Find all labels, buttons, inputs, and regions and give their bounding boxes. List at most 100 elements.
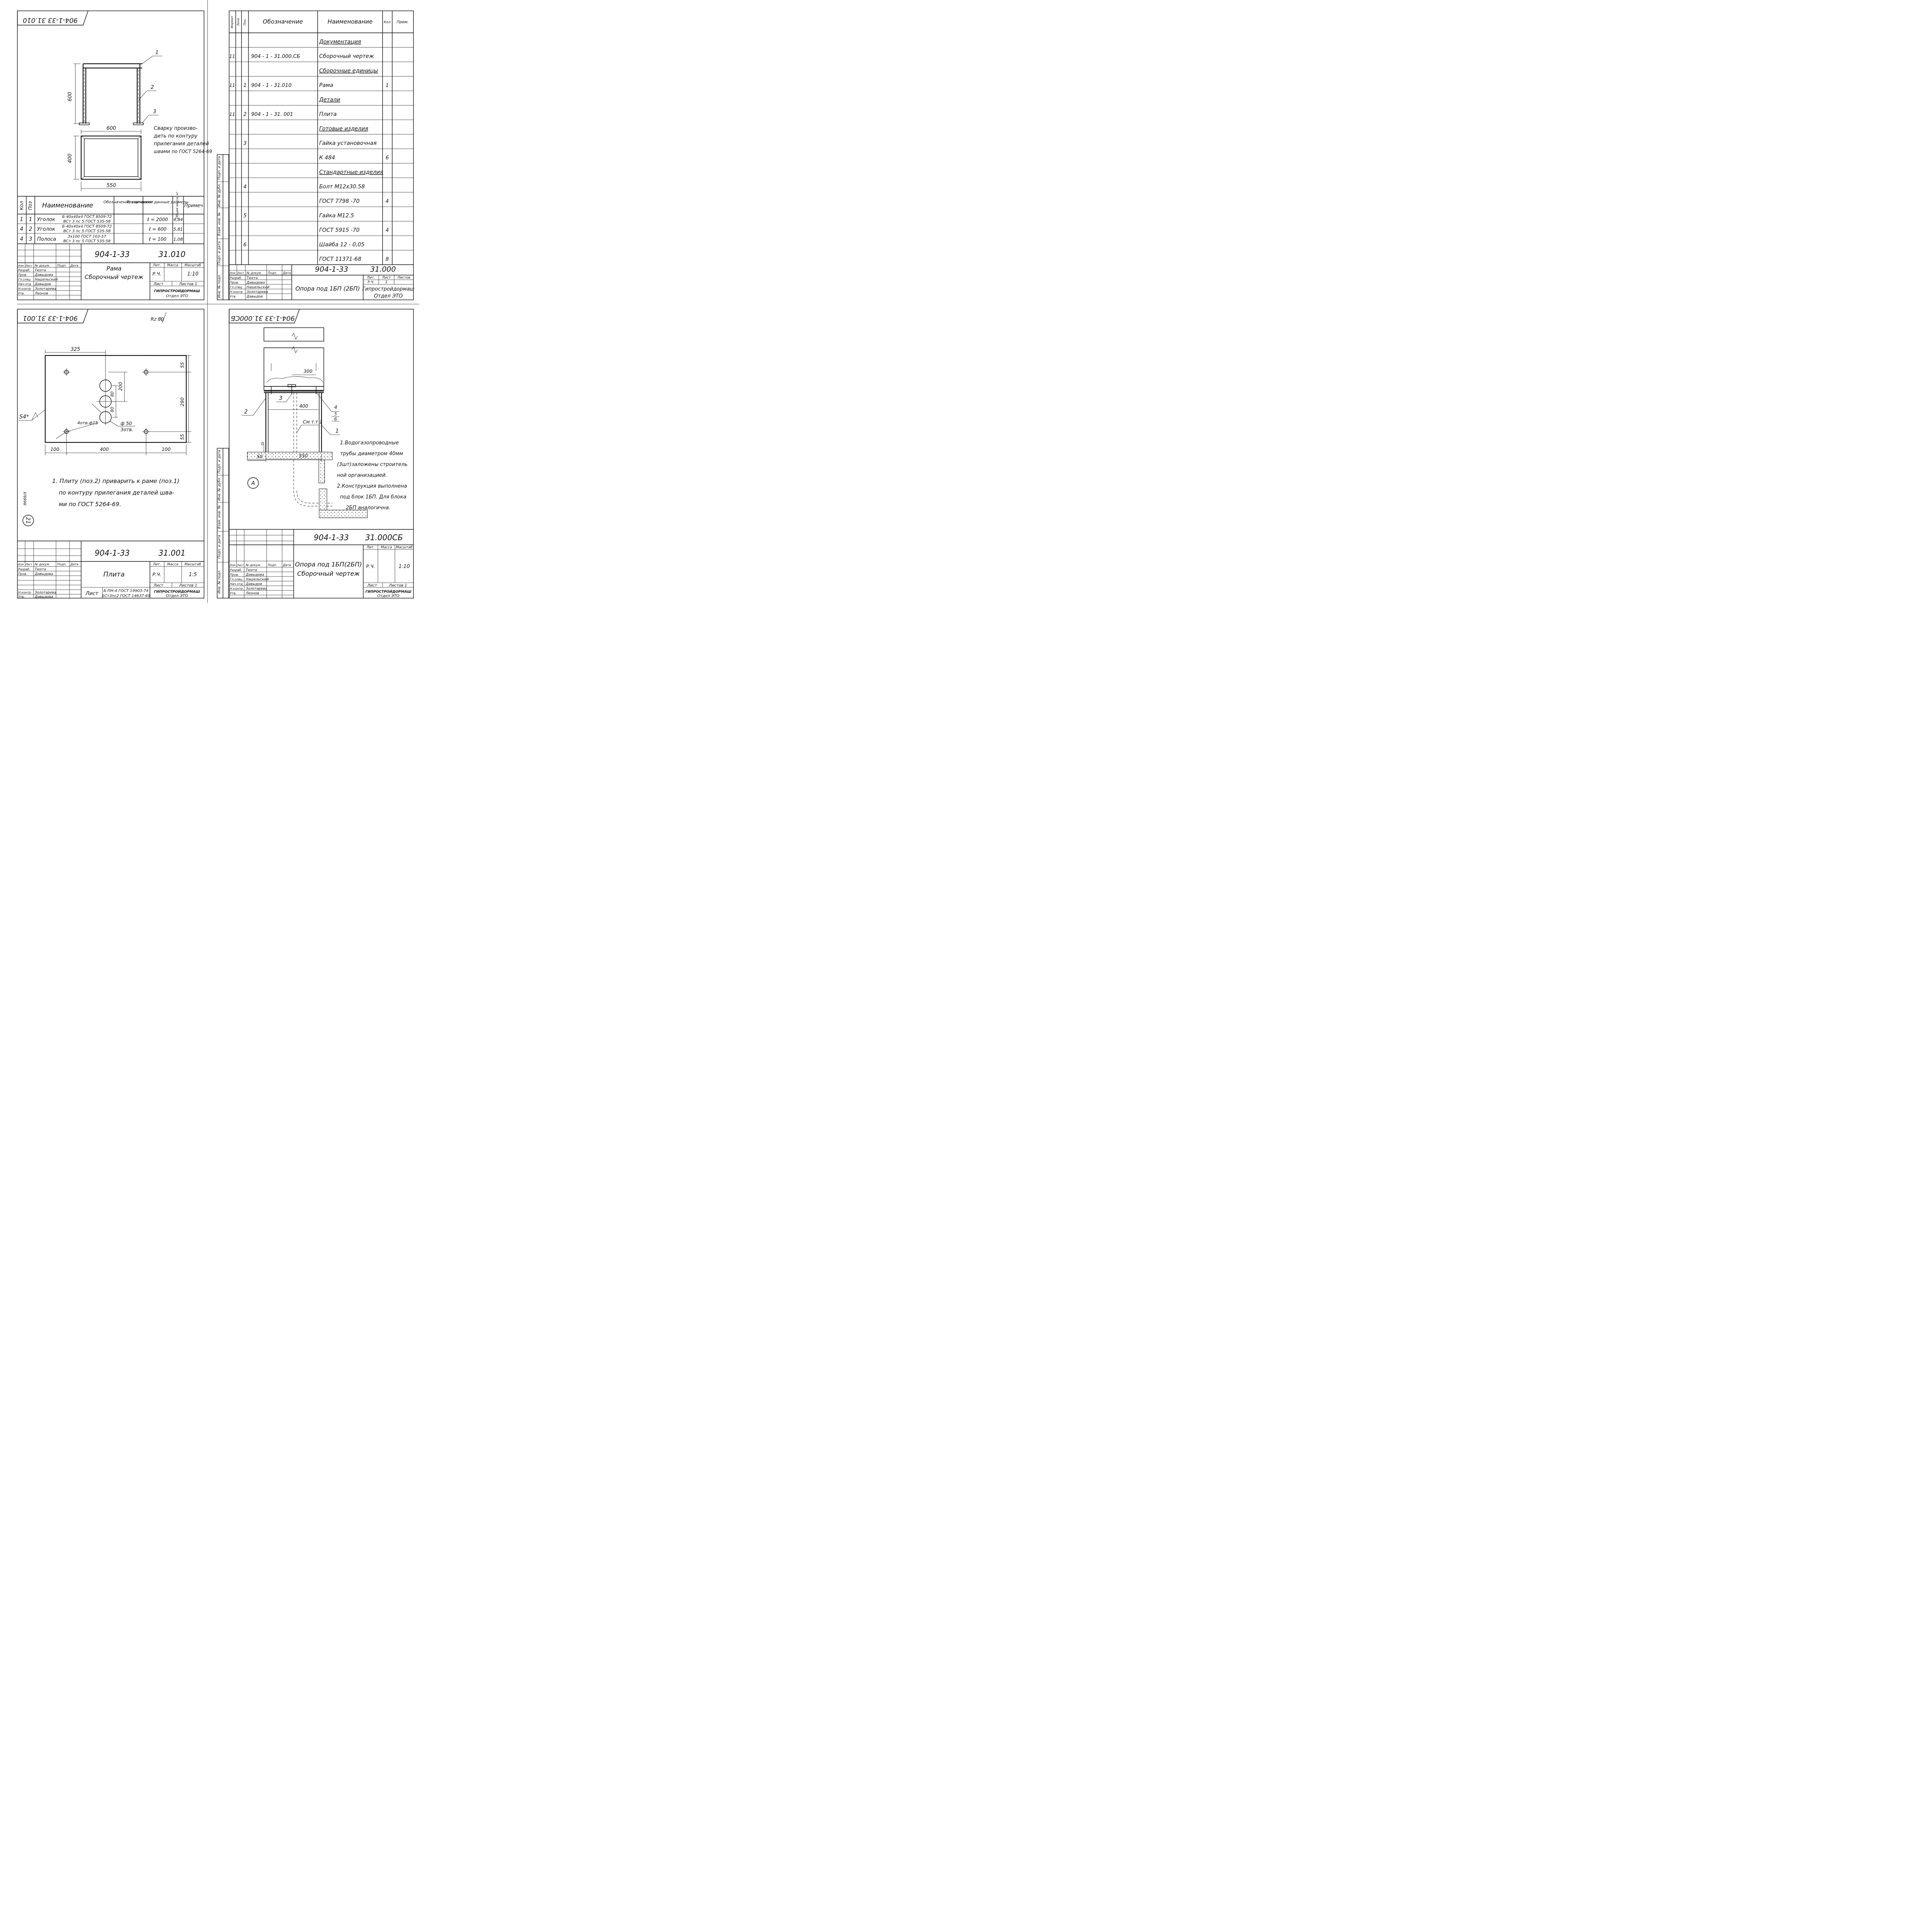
- tb3-h-izm: Изм: [18, 563, 24, 566]
- tb4-name6: Леонов: [245, 592, 259, 595]
- tb1-code: 904-1-33: [95, 250, 130, 259]
- side-code: 8669/Х: [23, 491, 27, 505]
- spec-cell-name: ГОСТ 7798 -70: [319, 198, 360, 204]
- spec-cell-qty: 4: [386, 228, 389, 233]
- spec-cell-format: 11: [229, 54, 235, 59]
- tb1-name4: Давыдов: [34, 282, 51, 286]
- spec-cell-pos: 4: [243, 184, 247, 190]
- tb4-role1: Разраб.: [230, 568, 242, 572]
- tb4-role6: Утв.: [230, 592, 236, 595]
- tb3-sheet: Лист: [153, 583, 164, 588]
- tb3-scale-label: Масштаб: [185, 563, 201, 566]
- spec-cell-name: Плита: [319, 111, 337, 117]
- pos-2-label: 2: [151, 85, 154, 90]
- tb4-name2: Давыдова: [245, 573, 264, 577]
- pos-1-label: 1: [155, 50, 158, 56]
- row3-mass: 1,08: [173, 237, 183, 242]
- asm-pos-3: 3: [279, 395, 282, 401]
- spec-cell-name: Шайба 12 - 0,05: [319, 242, 364, 248]
- asm-dim-50: 50: [257, 454, 263, 459]
- tb3-rch: Р.Ч.: [152, 572, 161, 577]
- side-label-3: Взам. инв. №: [218, 212, 221, 236]
- tb1-scale-label: Масштаб: [185, 264, 201, 267]
- tb3-org2: Отдел ЭТО: [166, 594, 188, 598]
- tb3-h-date: Дата: [70, 563, 78, 566]
- plate-drawing: Rz 80 325 55 200: [19, 312, 191, 526]
- tb1-sheet: Лист: [153, 282, 164, 286]
- tb3-title: Плита: [103, 571, 124, 578]
- tb3-material2: БСт3пс2 ГОСТ 14637-69: [102, 594, 150, 598]
- tb4-role2: Пров.: [230, 573, 239, 577]
- spec-cell-designation: 904 - 1 - 31. 001: [251, 112, 293, 117]
- row2-pos: 2: [29, 226, 32, 232]
- side-label-b1: Инв. № подл.: [218, 570, 221, 594]
- row1-spec-top: Б-40х40х4 ГОСТ 8509-72: [62, 215, 112, 219]
- tb2-code: 904-1-33: [315, 265, 348, 274]
- spec-cell-name: Стандартные изделия: [319, 169, 383, 175]
- tb2-org1: Гипростройдормаш: [362, 286, 415, 292]
- large-holes: [97, 377, 114, 425]
- asm-note-2: трубы диаметром 40мм: [340, 451, 403, 457]
- spec-cell-qty: 4: [386, 199, 389, 204]
- spec-cell-pos: 6: [243, 242, 247, 248]
- small-holes: [63, 368, 150, 435]
- tb3-lit: Лит.: [153, 563, 161, 566]
- spec-cell-pos: 5: [243, 213, 247, 219]
- side-strip-bottom: Инв. № подл. Подп. и дата Взам. инв. № И…: [217, 448, 229, 599]
- tb3-name4: Давыдова: [34, 595, 53, 599]
- spec-cell-pos: 1: [243, 83, 247, 88]
- weld-note: Сварку произво- дить по контуру прилеган…: [153, 126, 212, 154]
- row3-qty: 4: [20, 236, 24, 242]
- tb2-sheet-label: Лист: [382, 276, 391, 280]
- tb4-title2: Сборочный чертеж: [297, 570, 360, 577]
- spec-cell-name: Болт М12х30.58: [319, 184, 365, 190]
- row2-spec-bot: ВСт 3 пс 5 ГОСТ 535-58: [63, 229, 111, 233]
- spec-cell-name: ГОСТ 11371-68: [319, 256, 361, 262]
- tb3-h-sign: Подп.: [57, 563, 66, 566]
- dim-550: 550: [107, 183, 116, 189]
- spec-table: Формат Зона Поз. Обозначение Наименовани…: [229, 11, 413, 265]
- row3-spec-bot: ВСт 3 пс 5 ГОСТ 535-58: [63, 239, 111, 243]
- spec-cell-designation: 904 - 1 - 31.000.СБ: [251, 54, 300, 60]
- tb1-code2: 31.010: [158, 250, 185, 259]
- side-label-2: Подп. и дата: [218, 241, 221, 265]
- side-label-b2: Подп. и дата: [218, 535, 221, 558]
- plate-dim-290: 290: [180, 397, 185, 406]
- spec-cell-name: Документация: [319, 39, 361, 45]
- spec-cell-name: Сборочный чертеж: [319, 53, 374, 60]
- side-label-4: Инв. № дубл.: [218, 183, 221, 207]
- tb3-material1: Б-ПН-4 ГОСТ 19903-74: [104, 589, 149, 593]
- asm-dim-400: 400: [299, 403, 308, 409]
- tb2-role2: Пров.: [230, 281, 239, 284]
- tb2-h-izm: Изм: [230, 272, 236, 275]
- sheet-number: 21: [25, 517, 31, 524]
- tb1-rch: Р.Ч.: [152, 271, 161, 277]
- spec-cell-qty: 8: [386, 257, 389, 262]
- tb2-name4: Золотарева: [247, 290, 268, 294]
- tb1-role5: Н.контр: [18, 287, 31, 291]
- tb1-h-doc: № докум.: [34, 264, 50, 267]
- row1-qty: 1: [20, 216, 24, 223]
- tb1-role3: Гл.спец: [18, 278, 31, 281]
- spec-hdr-pos: Поз.: [243, 19, 247, 26]
- spec-hdr-designation: Обозначение: [263, 18, 303, 25]
- tb2-sheet: 1: [385, 280, 388, 284]
- row3-size: ℓ = 100: [148, 236, 167, 242]
- row1-mass: 4,84: [173, 217, 183, 222]
- tb2-name2: Давыдова: [246, 281, 265, 285]
- frame-plan: 600 400 550: [67, 126, 142, 191]
- row3-spec-top: 3х100 ГОСТ 103-57: [68, 235, 106, 239]
- view-label: А: [251, 480, 255, 486]
- row3-name: Полоса: [37, 236, 56, 242]
- tb1-h-list: Лист: [25, 264, 33, 267]
- frame-elevation: 600 1 2 3: [67, 50, 162, 125]
- tb4-sheet: Лист: [367, 583, 378, 588]
- tb4-name1: Тюхта: [246, 568, 257, 572]
- asm-cm-note: См т.т 1: [303, 419, 323, 425]
- plate-dim-325: 325: [71, 347, 80, 352]
- tb4-org2: Отдел ЭТО: [377, 594, 399, 598]
- asm-dim-0: 0: [261, 441, 264, 446]
- stamp-bl: 904-1-33 31.001: [17, 309, 88, 323]
- tb1-h-sign: Подп.: [57, 264, 66, 267]
- pos-3-label: 3: [153, 109, 156, 115]
